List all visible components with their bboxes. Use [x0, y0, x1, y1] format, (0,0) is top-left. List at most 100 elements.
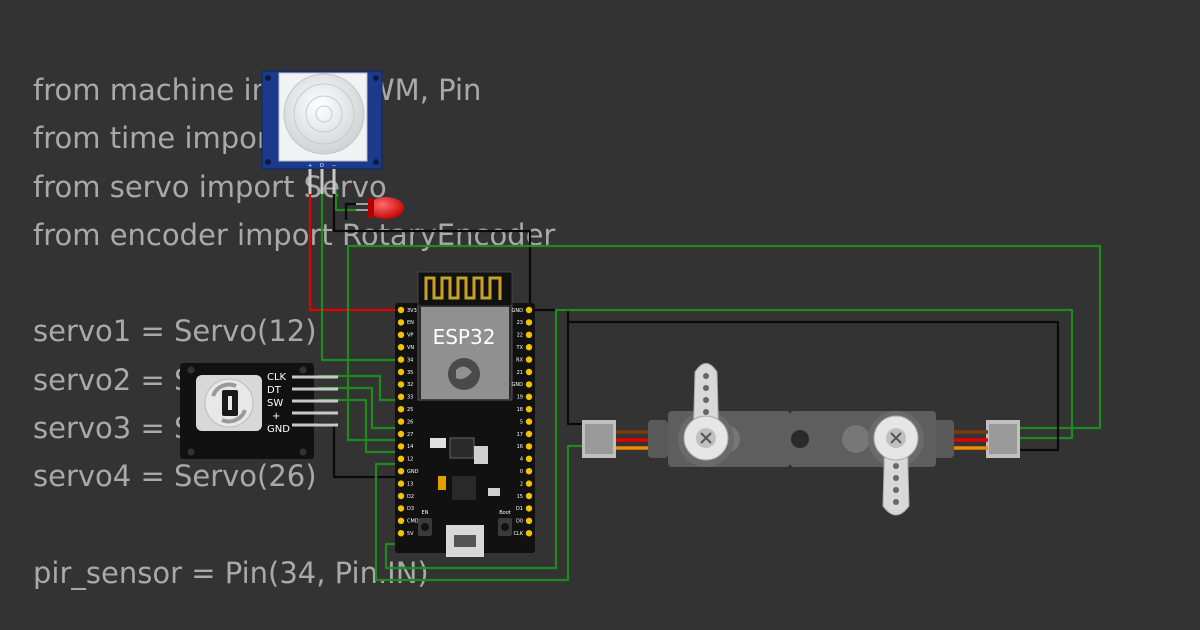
- esp32-left-pin-label: 14: [407, 444, 413, 450]
- esp32-left-pin-label: 27: [407, 432, 413, 438]
- esp32-right-pin[interactable]: [525, 306, 533, 314]
- wire-pir-vcc[interactable]: [308, 172, 400, 312]
- esp32-right-pin-label: 21: [517, 370, 523, 376]
- esp32-right-pin[interactable]: [525, 381, 533, 388]
- wire-led[interactable]: [334, 190, 356, 212]
- esp32-right-pin-label: 15: [517, 494, 523, 500]
- esp32-right-pin-label: TX: [516, 345, 524, 351]
- red-led[interactable]: [356, 197, 404, 219]
- esp32-left-pin-label: D2: [407, 494, 414, 500]
- esp32-right-pin-label: RX: [516, 357, 523, 363]
- encoder-pin-label-clk: CLK: [267, 372, 287, 383]
- wire-pir-signal[interactable]: [320, 172, 400, 362]
- wire-servo1-signal[interactable]: [384, 308, 1074, 570]
- boot-button-label: Boot: [499, 510, 511, 516]
- wire-encoder-clk[interactable]: [318, 374, 400, 402]
- esp32-left-pin[interactable]: [397, 331, 405, 338]
- wire-encoder-vcc[interactable]: [374, 444, 584, 582]
- esp32-right-pin[interactable]: [525, 319, 533, 326]
- esp32-left-pin[interactable]: [397, 319, 405, 326]
- esp32-left-pin-label: 3V3: [407, 308, 417, 314]
- wire-servo2-gnd[interactable]: [568, 320, 1060, 452]
- encoder-pin-label-gnd: GND: [267, 424, 290, 435]
- esp32-left-pin[interactable]: [397, 480, 405, 487]
- esp32-left-pin-label: 5V: [407, 531, 414, 537]
- esp32-right-pin[interactable]: [525, 430, 533, 438]
- esp32-right-pin[interactable]: [525, 344, 533, 351]
- esp32-left-pin-label: 26: [407, 419, 413, 425]
- esp32-right-pin-label: GND: [512, 308, 524, 314]
- esp32-right-pin[interactable]: [525, 368, 533, 376]
- esp32-left-pin-label: 35: [407, 370, 413, 376]
- esp32-right-pin[interactable]: [525, 530, 533, 537]
- esp32-right-pin[interactable]: [525, 468, 533, 475]
- esp32-right-pin-label: D1: [516, 506, 523, 512]
- esp32-right-pin-label: D0: [516, 519, 523, 525]
- esp32-right-pin-label: 23: [517, 320, 523, 326]
- esp32-right-pin-label: GND: [512, 382, 524, 388]
- esp32-left-pin[interactable]: [397, 406, 405, 413]
- esp32-left-pin[interactable]: [397, 418, 405, 425]
- code-line: from machine import PWM, Pin: [33, 73, 482, 107]
- esp32-left-pin-label: GND: [407, 469, 419, 475]
- code-line: from encoder import RotaryEncoder: [33, 217, 556, 252]
- esp32-left-pin[interactable]: [397, 430, 405, 438]
- esp32-board[interactable]: ESP32 3V3ENVPVN343532332526271412GND13D2…: [395, 271, 535, 557]
- esp32-left-pin[interactable]: [397, 344, 405, 351]
- wire-encoder-dt[interactable]: [318, 386, 400, 430]
- esp32-left-pin[interactable]: [397, 306, 405, 314]
- esp32-left-pin[interactable]: [397, 356, 405, 363]
- esp32-left-pin-label: EN: [407, 320, 414, 326]
- esp32-left-pin[interactable]: [397, 468, 405, 475]
- wire-encoder-gnd[interactable]: [318, 422, 400, 479]
- esp32-right-pin[interactable]: [525, 505, 533, 512]
- servo-motor-1[interactable]: [582, 363, 790, 468]
- esp32-left-pin[interactable]: [397, 492, 405, 500]
- wire-servo1-gnd[interactable]: [528, 308, 584, 426]
- en-button-label: EN: [422, 510, 429, 516]
- pir-sensor[interactable]: + D −: [261, 70, 383, 194]
- esp32-right-pin[interactable]: [525, 406, 533, 413]
- esp32-left-pin-label: D3: [407, 506, 414, 512]
- pir-pin-label-data: D: [320, 163, 324, 169]
- esp32-left-pin-label: 13: [407, 481, 413, 487]
- pir-pin-label-gnd: −: [332, 163, 336, 169]
- esp32-right-pin[interactable]: [525, 480, 533, 487]
- esp32-right-pin-label: 16: [517, 444, 523, 450]
- esp32-left-pin[interactable]: [397, 443, 405, 450]
- esp32-left-pin[interactable]: [397, 455, 405, 462]
- esp32-right-pin-label: 5: [520, 419, 523, 425]
- esp32-left-pin-label: 12: [407, 457, 413, 463]
- esp32-right-pin[interactable]: [525, 492, 533, 500]
- wire-led-gnd[interactable]: [344, 202, 356, 220]
- esp32-right-pin[interactable]: [525, 356, 533, 363]
- esp32-right-pin[interactable]: [525, 393, 533, 400]
- encoder-pin-label-dt: DT: [267, 385, 282, 396]
- esp32-left-pin[interactable]: [397, 381, 405, 388]
- esp32-right-pin[interactable]: [525, 455, 533, 462]
- esp32-right-pin[interactable]: [525, 418, 533, 425]
- encoder-pin-label-sw: SW: [267, 398, 283, 409]
- esp32-right-pin[interactable]: [525, 331, 533, 338]
- esp32-left-pin[interactable]: [397, 393, 405, 400]
- esp32-right-pin[interactable]: [525, 443, 533, 450]
- rotary-encoder[interactable]: CLK DT SW + GND: [180, 363, 338, 459]
- servo-motor-2[interactable]: [790, 411, 1020, 516]
- code-line: from servo import Servo: [33, 169, 387, 204]
- esp32-right-pin-label: 4: [520, 457, 523, 463]
- esp32-left-pin[interactable]: [397, 505, 405, 512]
- esp32-left-pin[interactable]: [397, 517, 405, 524]
- esp32-right-pin-label: 2: [520, 481, 523, 487]
- esp32-left-pin[interactable]: [397, 530, 405, 537]
- esp32-right-pin[interactable]: [525, 517, 533, 524]
- esp32-left-pin[interactable]: [397, 368, 405, 376]
- esp32-right-pin-label: 22: [517, 333, 523, 339]
- esp32-right-pin-label: 0: [520, 469, 523, 475]
- pir-pin-label-vcc: +: [308, 163, 312, 169]
- esp32-right-pin-label: 17: [517, 432, 523, 438]
- wire-servo2-signal[interactable]: [346, 244, 1102, 442]
- wire-encoder-sw[interactable]: [318, 398, 400, 454]
- code-line: servo1 = Servo(12): [33, 314, 317, 349]
- esp32-module-label: ESP32: [433, 325, 496, 349]
